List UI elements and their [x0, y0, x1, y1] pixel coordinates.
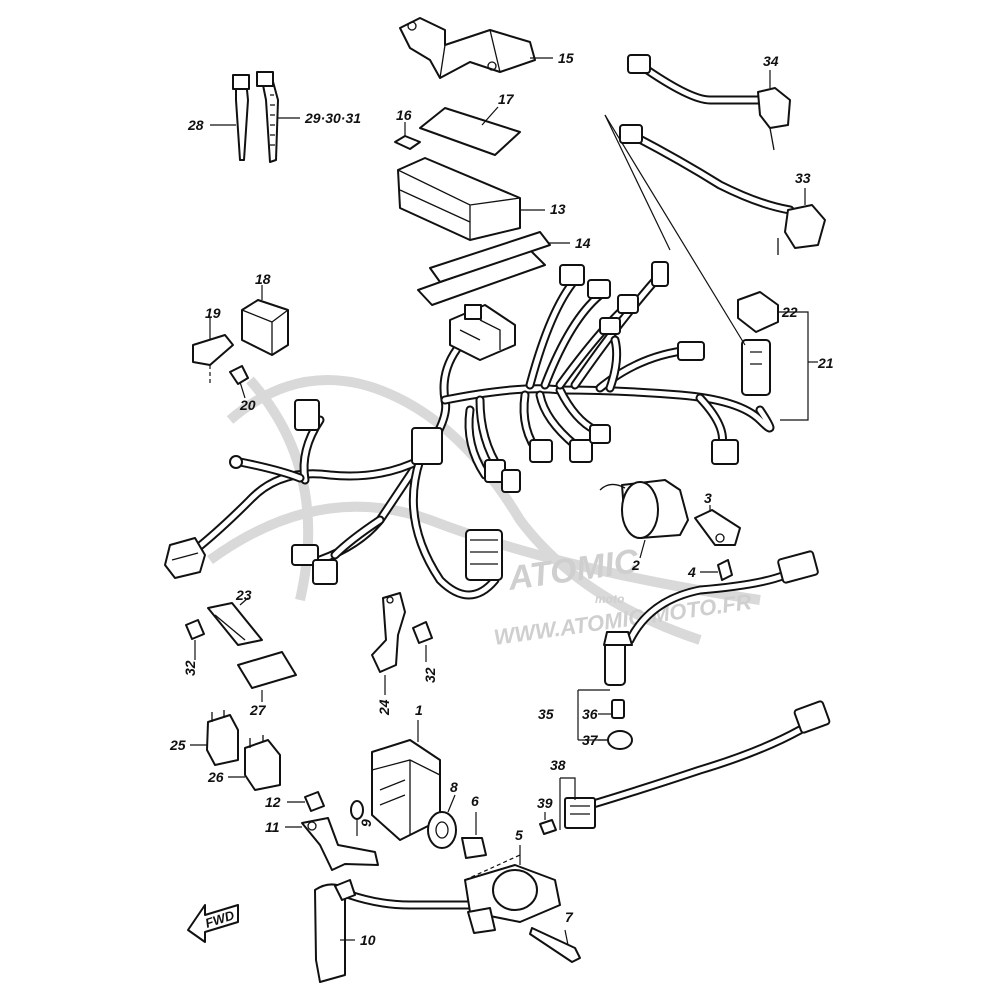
label-4: 4 — [687, 564, 696, 580]
cable-tie-29-30-31 — [256, 71, 300, 163]
bracket-11 — [285, 817, 379, 871]
label-36: 36 — [582, 706, 598, 722]
label-32-left: 32 — [182, 660, 198, 676]
pad-16 — [394, 122, 421, 150]
label-24: 24 — [376, 699, 392, 716]
label-22: 22 — [781, 304, 798, 320]
leader-21 — [604, 114, 746, 346]
label-6: 6 — [471, 793, 479, 809]
label-2: 2 — [631, 557, 640, 573]
ecu-13 — [397, 157, 545, 241]
connector-22 — [737, 291, 818, 421]
label-39: 39 — [537, 795, 553, 811]
connector-21 — [741, 339, 771, 396]
collar-6 — [461, 812, 487, 859]
label-35: 35 — [538, 706, 554, 722]
bracket-15 — [399, 17, 553, 79]
label-23: 23 — [235, 587, 252, 603]
relay-18 — [241, 285, 289, 356]
grommet-37 — [598, 730, 633, 750]
bolt-20 — [229, 365, 249, 399]
label-37: 37 — [582, 732, 599, 748]
bolt-32-right — [412, 621, 433, 662]
bracket-24 — [371, 592, 406, 695]
plug-cap-35 — [577, 550, 819, 741]
label-29-30-31: 29·30·31 — [304, 110, 361, 126]
coupler-26 — [228, 735, 281, 791]
insulator-36 — [598, 699, 625, 719]
label-10: 10 — [360, 932, 376, 948]
pad-17 — [419, 106, 521, 156]
label-33: 33 — [795, 170, 811, 186]
sub-harness-38 — [559, 700, 831, 830]
bracket-23 — [207, 597, 263, 646]
leader-21b — [604, 114, 671, 251]
watermark-sub: moto — [595, 592, 624, 606]
part-labels: 15 17 16 13 14 28 29·30·31 18 19 20 34 3… — [169, 50, 834, 948]
label-38: 38 — [550, 757, 566, 773]
ignition-coil-2 — [599, 479, 689, 559]
grommet-8 — [427, 794, 457, 849]
switch-33 — [619, 124, 826, 255]
plug-cap-10 — [314, 879, 356, 983]
label-17: 17 — [498, 91, 515, 107]
label-8: 8 — [450, 779, 458, 795]
plate-3 — [694, 505, 741, 546]
label-9: 9 — [358, 819, 374, 827]
label-12: 12 — [265, 794, 281, 810]
bolt-32-left — [185, 619, 205, 660]
watermark: ATOMIC moto WWW.ATOMIC-MOTO.FR — [207, 375, 761, 650]
nut-9 — [350, 800, 364, 836]
label-25: 25 — [169, 737, 186, 753]
label-14: 14 — [575, 235, 591, 251]
label-1: 1 — [415, 702, 423, 718]
label-11: 11 — [265, 819, 280, 835]
fuse-39 — [539, 812, 557, 835]
cable-tie-28 — [210, 74, 250, 161]
label-26: 26 — [207, 769, 224, 785]
switch-34 — [627, 54, 791, 151]
pad-27 — [237, 651, 297, 702]
holder-19 — [192, 318, 234, 385]
label-18: 18 — [255, 271, 271, 287]
ignition-coil-5 — [345, 845, 561, 934]
label-32-right: 32 — [422, 667, 438, 683]
label-34: 34 — [763, 53, 779, 69]
main-harness — [164, 261, 775, 600]
bolt-12 — [287, 791, 325, 812]
label-16: 16 — [396, 107, 412, 123]
label-7: 7 — [565, 909, 574, 925]
label-19: 19 — [205, 305, 221, 321]
label-13: 13 — [550, 201, 566, 217]
label-28: 28 — [187, 117, 204, 133]
label-3: 3 — [704, 490, 712, 506]
coupler-25 — [190, 710, 239, 766]
label-21: 21 — [817, 355, 834, 371]
fwd-arrow: FWD — [187, 904, 239, 943]
label-5: 5 — [515, 827, 523, 843]
strap-14 — [417, 231, 570, 306]
label-20: 20 — [239, 397, 256, 413]
bolt-4 — [700, 559, 733, 581]
label-15: 15 — [558, 50, 574, 66]
label-27: 27 — [249, 702, 267, 718]
regulator-1 — [371, 720, 441, 841]
bolt-7 — [529, 927, 581, 963]
